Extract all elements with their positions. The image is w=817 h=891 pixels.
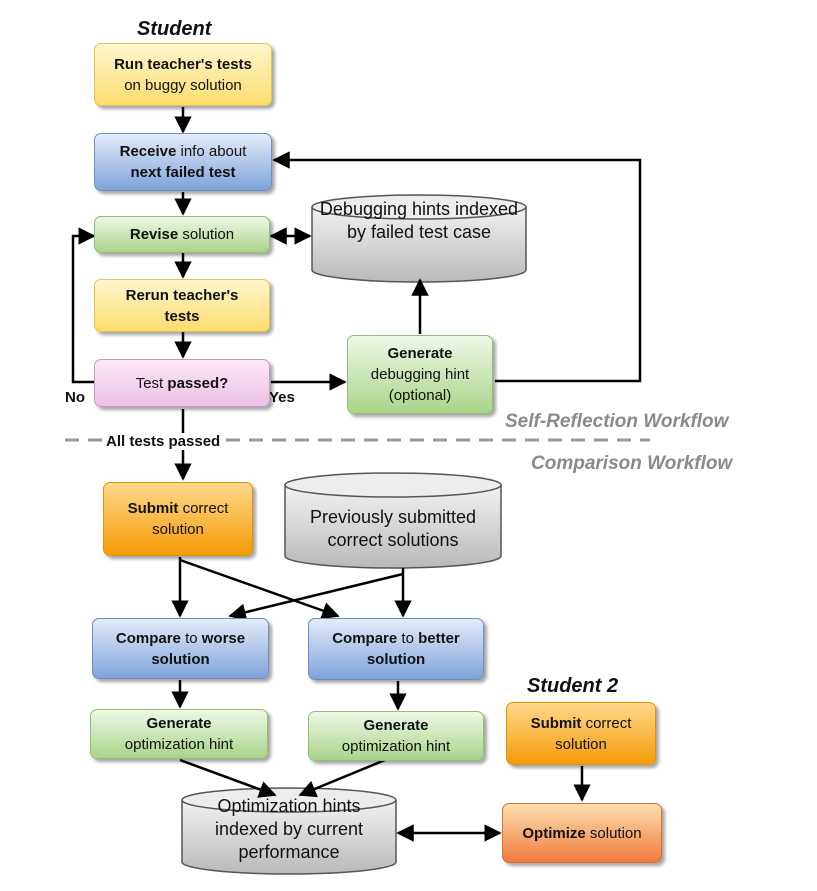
debug-hints-cylinder	[311, 194, 527, 283]
student2-title: Student 2	[527, 675, 619, 697]
student-title: Student	[137, 18, 212, 40]
opt-hints-cylinder	[181, 787, 397, 875]
comparison-workflow-label: Comparison Workflow	[531, 453, 733, 474]
all-tests-passed-label: All tests passed	[104, 433, 223, 450]
self-reflection-workflow-label: Self-Reflection Workflow	[505, 411, 729, 432]
previous-solutions-store-label: Previously submitted correct solutions	[309, 507, 477, 550]
test-passed-node: Test passed?	[94, 359, 270, 407]
connector-arrows	[71, 107, 642, 842]
debugging-hints-store-label: Debugging hints indexed by failed test c…	[319, 199, 519, 242]
revise-solution-node: Revise solution	[94, 216, 270, 253]
yes-label: Yes	[267, 389, 297, 406]
prev-solutions-cylinder	[284, 472, 502, 569]
optimize-solution-node: Optimize solution	[502, 803, 662, 863]
no-label: No	[63, 389, 87, 406]
optimization-hints-store-label: Optimization hints indexed by current pe…	[214, 796, 364, 862]
